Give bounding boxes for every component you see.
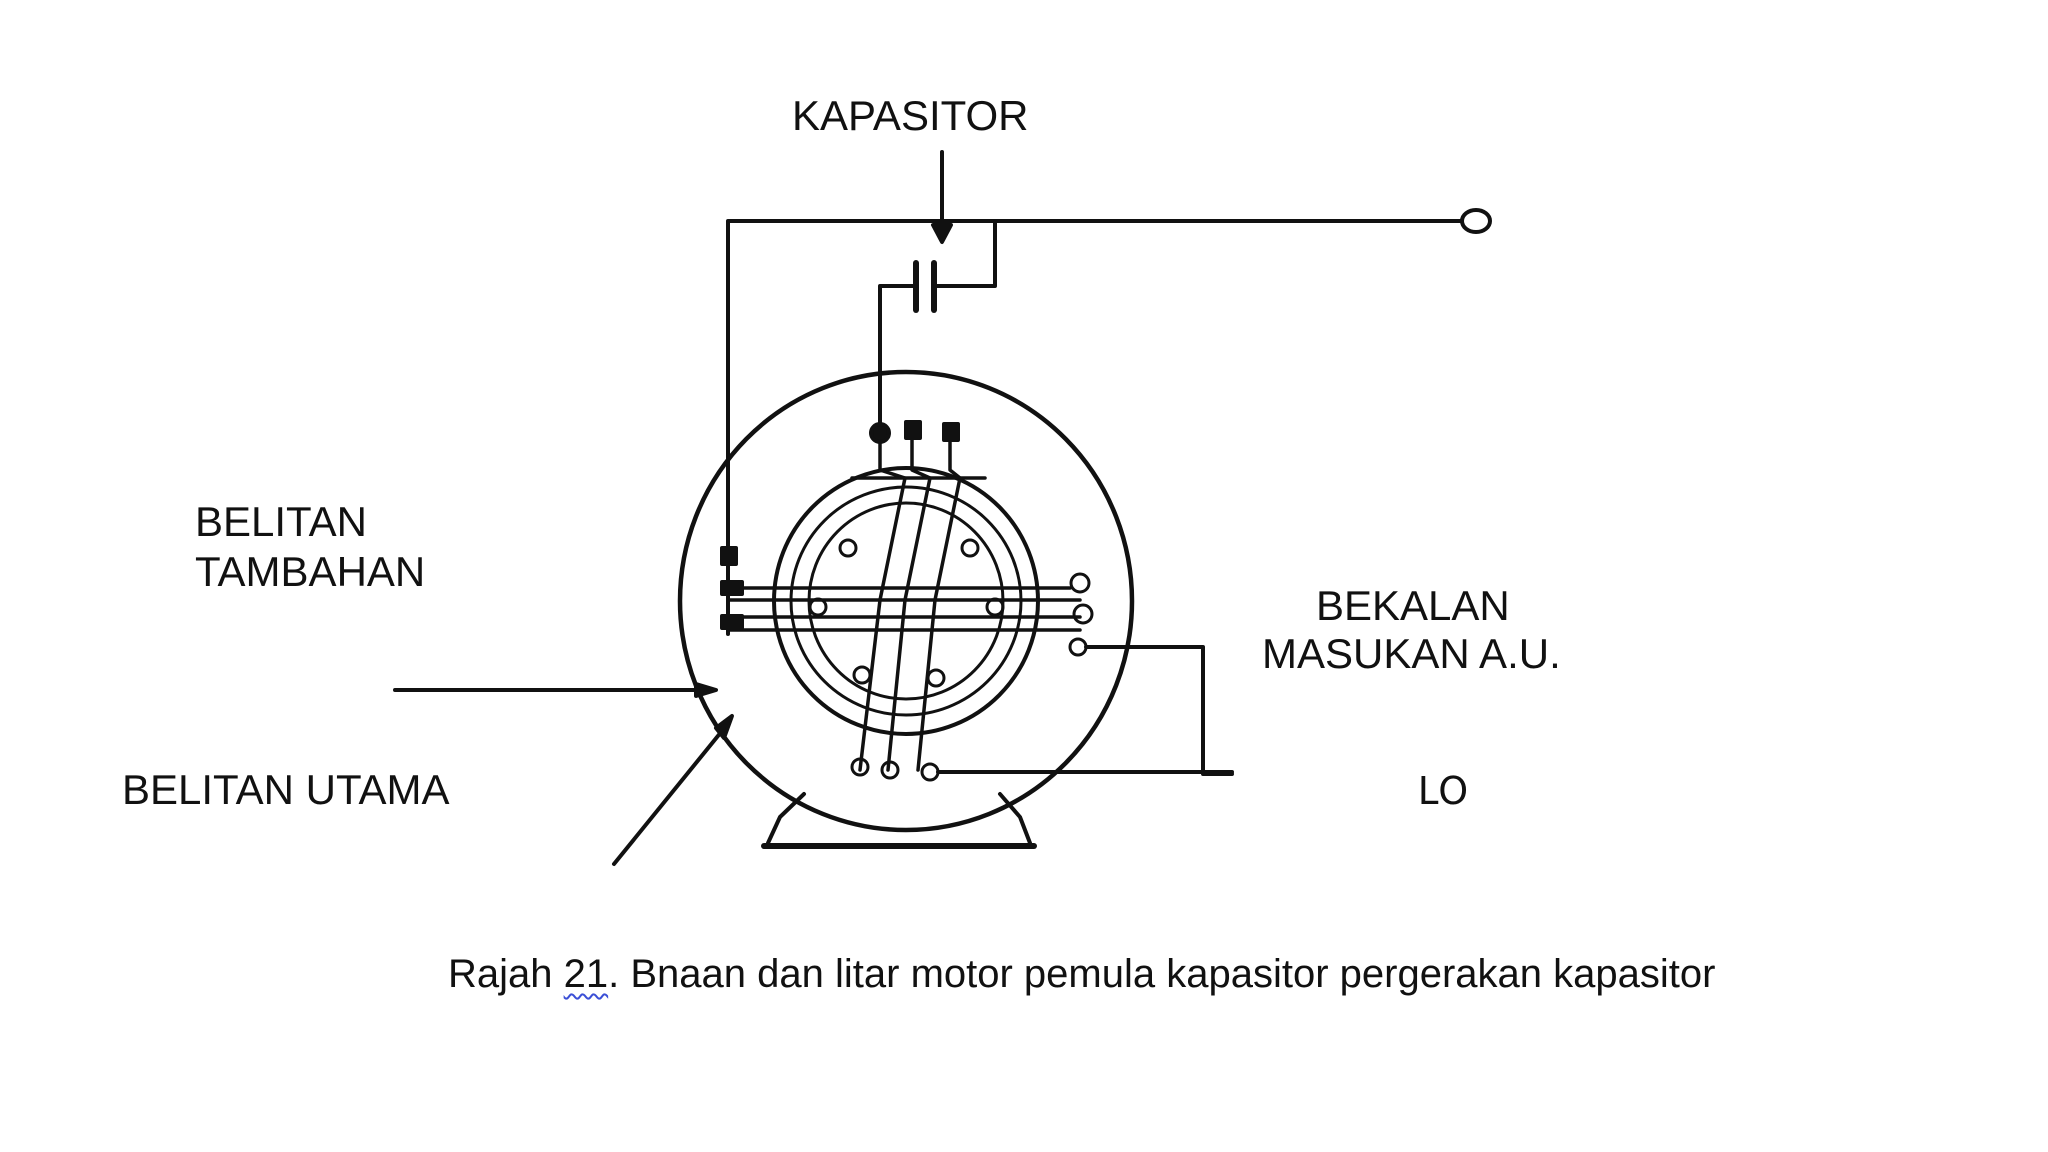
caption-prefix: Rajah xyxy=(448,952,553,996)
belitan-utama-label: BELITAN UTAMA xyxy=(122,766,450,813)
figure-caption: Rajah 21. Bnaan dan litar motor pemula k… xyxy=(448,952,1715,997)
ac-input-wire xyxy=(936,645,1234,776)
caption-number: 21 xyxy=(563,952,609,996)
belitan-utama-arrow xyxy=(612,714,734,866)
top-supply-wire xyxy=(726,208,1492,636)
bekalan-label-line1: BEKALAN xyxy=(1316,582,1510,629)
motor-base xyxy=(761,792,1037,849)
kapasitor-pointer-arrow xyxy=(931,150,953,244)
stator-slots xyxy=(808,538,1005,688)
top-terminals xyxy=(869,420,960,444)
stator-windings xyxy=(728,428,1082,772)
right-terminals xyxy=(1068,572,1094,657)
left-terminals xyxy=(720,546,744,630)
belitan-tambahan-label-line1: BELITAN xyxy=(195,498,367,545)
capacitor-symbol xyxy=(878,219,997,432)
belitan-tambahan-label-line2: TAMBAHAN xyxy=(195,548,426,595)
supply-terminal-icon xyxy=(1460,208,1492,234)
belitan-tambahan-arrow xyxy=(393,682,718,698)
bottom-terminals xyxy=(850,757,940,782)
caption-suffix: . Bnaan dan litar motor pemula kapasitor… xyxy=(608,952,1716,996)
kapasitor-label: KAPASITOR xyxy=(792,92,1029,139)
stray-mark: ԼՕ xyxy=(1418,771,1469,813)
bekalan-label-line2: MASUKAN A.U. xyxy=(1262,630,1561,677)
